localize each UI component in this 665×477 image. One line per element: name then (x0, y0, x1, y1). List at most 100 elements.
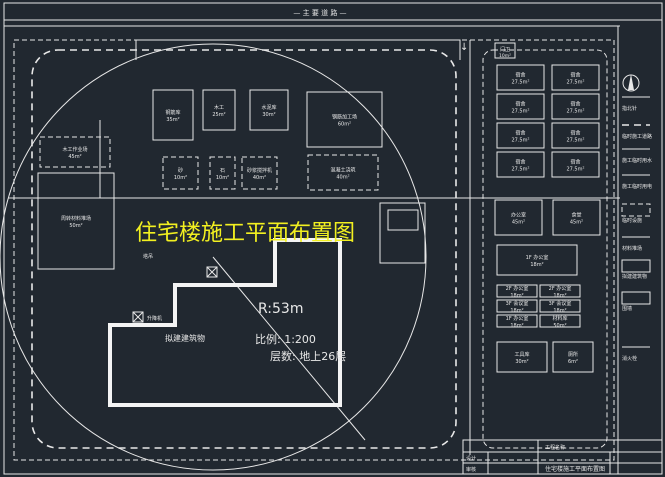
office-10-label: 厕所 (568, 351, 578, 358)
dorm-3-area: 27.5m² (566, 109, 584, 115)
office-1-area: 45m² (570, 220, 583, 226)
office-5-area: 18m² (510, 323, 523, 329)
office-6-area: 18m² (553, 293, 566, 299)
legend-item-7: 围墙 (621, 291, 651, 312)
title-block-row1: 工程名称 (545, 444, 565, 451)
dorm-5-label: 宿舍 (570, 130, 580, 137)
office-10-area: 6m² (568, 359, 578, 365)
legend-item-6: 拟建建筑物 (621, 259, 651, 280)
facility-9-area: 50m² (69, 223, 82, 229)
legend-label-0: 指北针 (622, 105, 637, 112)
gate-label: 门卫 (500, 46, 510, 53)
office-3-label: 2F 办公室 (506, 285, 529, 292)
gate-arrow: ↓ (460, 42, 468, 53)
facility-3-area: 60m² (338, 122, 351, 128)
facility-0-area: 35m² (166, 117, 179, 123)
legend-item-3: 施工临时用电 (622, 174, 652, 190)
drawing-border (3, 2, 663, 475)
building-label: 拟建建筑物 (165, 333, 205, 343)
office-8-area: 50m² (553, 323, 566, 329)
office-3-area: 18m² (510, 293, 523, 299)
dorm-5-area: 27.5m² (566, 138, 584, 144)
legend-label-4: 临时设施 (622, 217, 642, 224)
office-1-label: 食堂 (571, 212, 581, 219)
facility-4-area: 40m² (336, 175, 349, 181)
office-9-area: 30m² (515, 359, 528, 365)
facility-3-label: 钢筋加工场 (332, 114, 357, 121)
legend-item-5: 材料堆场 (622, 236, 650, 252)
drawing-title: 住宅楼施工平面布置图 (135, 221, 355, 246)
hoist-marker (132, 311, 144, 323)
legend-item-2: 施工临时用水 (622, 148, 652, 164)
facility-2-area: 30m² (262, 112, 275, 118)
legend-item-0: 指北针 (622, 96, 650, 112)
office-9-label: 工具库 (514, 351, 529, 358)
dorm-1-label: 宿舍 (570, 72, 580, 79)
radius-line (212, 256, 366, 441)
top-pipe (135, 39, 461, 60)
gate-area: 10m² (499, 53, 511, 59)
proposed-building (108, 238, 342, 407)
dorm-4-label: 宿舍 (515, 130, 525, 137)
facility-7-label: 砂浆搅拌机 (247, 167, 272, 174)
office-7-label: 3F 会议室 (549, 300, 572, 307)
dorm-1-area: 27.5m² (566, 80, 584, 86)
dorm-2-area: 27.5m² (511, 109, 529, 115)
facility-7-area: 40m² (253, 175, 266, 181)
facility-2-label: 水泥库 (261, 104, 276, 111)
top-road-label: — 主 要 道 路 — (293, 8, 346, 17)
crane-radius-circle (0, 43, 427, 471)
dorm-0-area: 27.5m² (511, 80, 529, 86)
office-5-label: 1F 办公室 (506, 315, 529, 322)
gate-house (494, 42, 516, 59)
facility-8-label: 木工作业场 (62, 146, 87, 153)
dormitories: 宿舍27.5m²宿舍27.5m²宿舍27.5m²宿舍27.5m²宿舍27.5m²… (496, 64, 600, 178)
scale-label: 比例: 1:200 (255, 332, 316, 346)
legend-label-3: 施工临时用电 (622, 183, 652, 190)
legend-label-6: 拟建建筑物 (622, 273, 647, 280)
side-storage-box (379, 202, 426, 264)
facility-8-area: 45m² (68, 154, 81, 160)
crane-radius-label: R:53m (258, 301, 303, 317)
office-0-area: 45m² (512, 220, 525, 226)
office-4-area: 18m² (510, 308, 523, 314)
office-8-label: 材料库 (552, 315, 567, 322)
dorm-3-label: 宿舍 (570, 101, 580, 108)
legend-item-1: 临时施工道路 (622, 124, 652, 140)
legend-label-2: 施工临时用水 (622, 157, 652, 164)
office-2-label: 1F 办公室 (526, 254, 549, 261)
facility-5-label: 砂 (178, 167, 183, 174)
legend-label-5: 材料堆场 (622, 245, 642, 252)
dorm-7-area: 27.5m² (566, 167, 584, 173)
hoist-label: 升降机 (147, 315, 162, 322)
title-block: 住宅楼施工平面布置图 工程名称 设计 审核 (462, 439, 663, 475)
dorm-7-label: 宿舍 (570, 159, 580, 166)
office-4-label: 3F 会议室 (506, 300, 529, 307)
crane-marker (206, 266, 218, 278)
dorm-2-label: 宿舍 (515, 101, 525, 108)
title-block-row3: 审核 (466, 466, 476, 473)
facility-4-label: 混凝土浇筑 (330, 167, 355, 174)
